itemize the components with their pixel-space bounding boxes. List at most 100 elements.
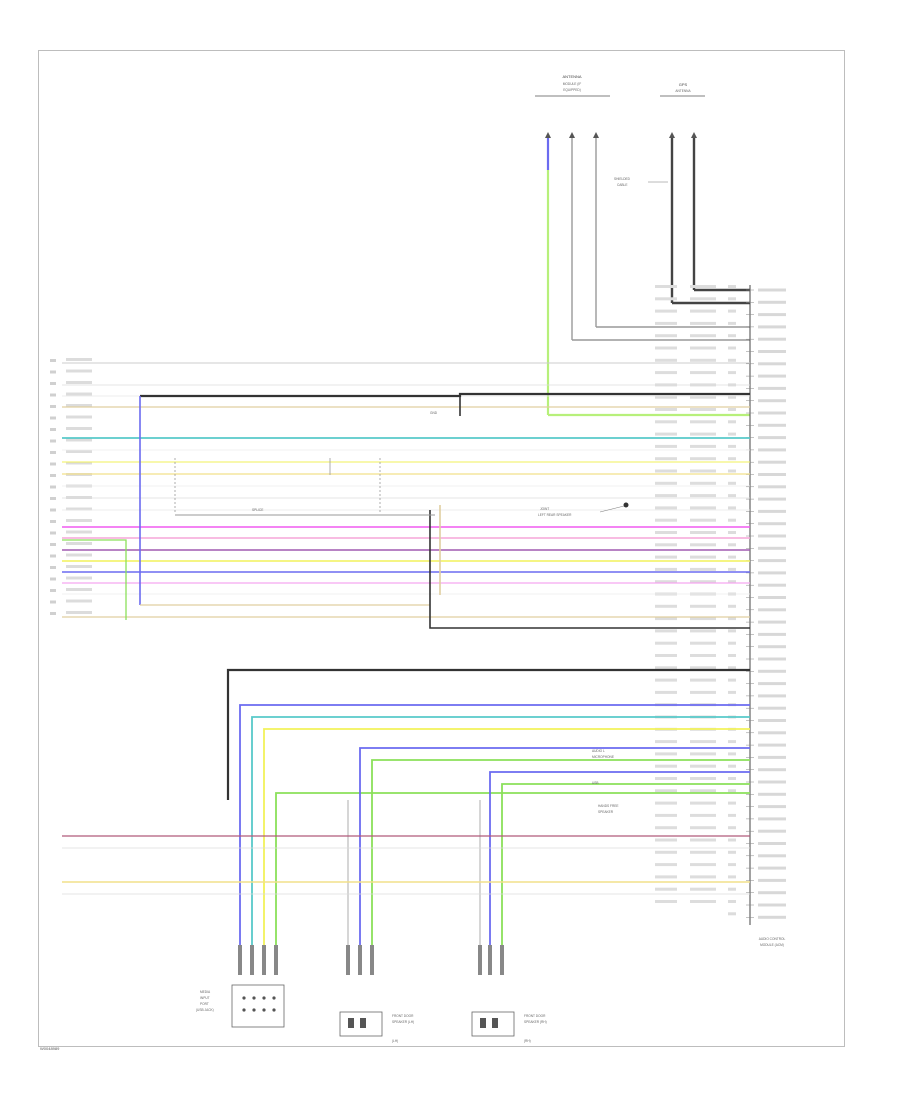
module-pin-number [728, 469, 736, 473]
left-pin-number [50, 543, 56, 546]
module-pin-label [758, 903, 786, 907]
top-connector-gps: GPS ANTENNA [660, 82, 705, 138]
module-pin-label [758, 792, 786, 796]
module-pin-number [728, 912, 736, 916]
connector-pin-stub [478, 945, 482, 975]
wire-color-code [690, 358, 716, 362]
wire-code [655, 678, 677, 682]
wire-code [655, 408, 677, 411]
wire-color-code [690, 789, 716, 793]
module-pin-number [728, 690, 736, 694]
module-pin-number [728, 654, 736, 657]
module-pin-label [758, 350, 786, 353]
module-pin-number [728, 444, 736, 448]
wire-color-code [690, 309, 716, 313]
module-label-2: MODULE (ACM) [760, 943, 784, 947]
wire-code [655, 764, 677, 768]
wire-color-code [690, 666, 716, 670]
splice-note-1: JOINT [540, 507, 549, 511]
wire-code [655, 285, 677, 288]
wire-color-code [690, 678, 716, 682]
svg-text:PORT: PORT [200, 1002, 209, 1006]
left-pin-number [50, 508, 56, 512]
module-pin-label [758, 891, 786, 895]
wire-color-code [690, 543, 716, 547]
wire-code [655, 604, 677, 608]
module-pin-label [758, 497, 786, 501]
wire-color-code [690, 432, 716, 436]
wire-code [655, 875, 677, 879]
splice-label: SPLICE [252, 508, 263, 512]
left-pin-number [50, 497, 56, 500]
module-pin-number [728, 334, 736, 338]
wire-code [655, 309, 677, 313]
usb-port-component: MEDIA INPUT PORT (USB JACK) [196, 984, 285, 1028]
shield-note-2: CABLE [617, 183, 627, 187]
wire-code [655, 444, 677, 448]
svg-text:FRONT DOOR: FRONT DOOR [392, 1014, 414, 1018]
wire-code [655, 555, 677, 559]
svg-text:SPEAKER (RH): SPEAKER (RH) [524, 1020, 547, 1024]
left-pin-number [50, 520, 56, 523]
wire-code [655, 777, 677, 780]
module-pin-label [758, 706, 786, 710]
wire-color-code [690, 469, 716, 473]
module-pin-label [758, 313, 786, 317]
module-pin-number [728, 777, 736, 780]
antenna-label-2: MODULE (IF [563, 82, 581, 86]
wire-color-code [690, 617, 716, 621]
left-wire-code [66, 369, 92, 373]
wire-code [655, 469, 677, 473]
wire-code [655, 506, 677, 510]
module-pin-label [758, 805, 786, 809]
connector-pin-stub [370, 945, 374, 975]
connector-pin-stub [358, 945, 362, 975]
module-pin-number [728, 641, 736, 645]
wire-code [655, 813, 677, 817]
module-pin-label [758, 374, 786, 378]
module-pin-number [728, 740, 736, 744]
wire-code [655, 321, 677, 325]
module-pin-label [758, 485, 786, 489]
module-pin-label [758, 411, 786, 415]
module-pin-label [758, 645, 786, 649]
module-pin-label [758, 436, 786, 440]
wire-color-code [690, 285, 716, 288]
left-pin-number [50, 393, 56, 397]
wire-code [655, 457, 677, 461]
module-pin-label [758, 583, 786, 587]
wire-code [655, 801, 677, 805]
left-wire-code [66, 519, 92, 522]
left-pin-number [50, 485, 56, 489]
module-pin-label [758, 854, 786, 858]
connector-pin-stub [250, 945, 254, 975]
wire-code [655, 850, 677, 854]
left-pin-number [50, 589, 56, 592]
wire-color-code [690, 826, 716, 830]
wire-color-code [690, 690, 716, 694]
wire-color-code [690, 346, 716, 350]
module-pin-number [728, 850, 736, 854]
module-pin-number [728, 481, 736, 485]
module-pin-label [758, 399, 786, 403]
wire-code [655, 358, 677, 362]
module-pin-number [728, 420, 736, 424]
left-pin-number [50, 577, 56, 581]
module-pin-number [728, 629, 736, 633]
wire-code [655, 543, 677, 547]
left-wire-code [66, 542, 92, 545]
shield-note-1: SHIELDED [614, 177, 631, 181]
module-pin-number [728, 408, 736, 411]
module-pin-label [758, 743, 786, 747]
left-pin-number [50, 462, 56, 466]
page-id: W0048989 [40, 1046, 60, 1051]
module-pin-label [758, 559, 786, 563]
splice-note-2: LEFT REAR SPEAKER [538, 513, 572, 517]
svg-text:FRONT DOOR: FRONT DOOR [524, 1014, 546, 1018]
module-pin-label [758, 719, 786, 722]
module-pin-number [728, 863, 736, 867]
module-pin-number [728, 395, 736, 399]
module-pin-label [758, 817, 786, 821]
wire-color-code [690, 506, 716, 510]
left-pin-number [50, 600, 56, 604]
